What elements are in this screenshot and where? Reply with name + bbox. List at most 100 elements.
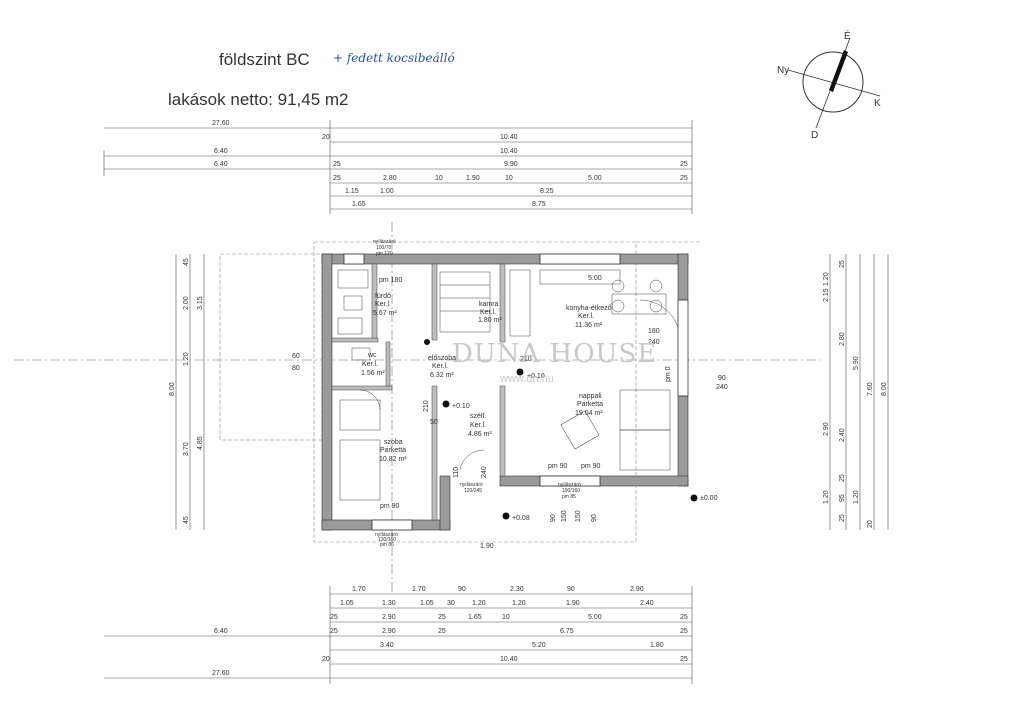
dim-top-4b: 25 xyxy=(333,161,341,168)
room-kamra-area: 1.80 m² xyxy=(478,317,502,324)
dim-bot-3a: 25 xyxy=(330,614,338,621)
label-v50: 50 xyxy=(430,419,438,426)
dim-bot-2d: 30 xyxy=(447,600,455,607)
dim-top-6a: 1.15 xyxy=(345,188,359,195)
dim-bot-2g: 1.90 xyxy=(566,600,580,607)
dim-bot-4f: 25 xyxy=(680,628,688,635)
dim-right-3: 25 xyxy=(839,260,846,268)
door-bot-l3: pm 86 xyxy=(380,542,394,548)
label-v90b: 90 xyxy=(591,514,598,522)
dim-bot-2e: 1.20 xyxy=(472,600,486,607)
compass-w-label: Ny xyxy=(777,65,789,76)
dim-right-15: 20 xyxy=(867,520,874,528)
dim-top-5e: 10 xyxy=(505,175,513,182)
label-240: 240 xyxy=(648,339,660,346)
dim-top-2b: 10.40 xyxy=(500,134,518,141)
level-1: +0.10 xyxy=(452,403,470,410)
label-240b: 240 xyxy=(716,384,728,391)
watermark-url: www.dh.hu xyxy=(499,373,554,385)
label-v210: 210 xyxy=(423,400,430,412)
dim-right-4: 2.80 xyxy=(839,332,846,346)
dim-bot-3c: 25 xyxy=(438,614,446,621)
dim-left-3: 3.15 xyxy=(197,296,204,310)
label-500: 5.00 xyxy=(588,275,602,282)
top-dimensions xyxy=(103,120,693,214)
dim-bot-3b: 2.90 xyxy=(382,614,396,621)
label-pm90-living1: pm 90 xyxy=(548,463,568,470)
dim-top-5c: 10 xyxy=(435,175,443,182)
dim-right-10: 1.20 xyxy=(823,490,830,504)
dim-right-7: 8.00 xyxy=(881,382,888,396)
dim-left-6: 3.70 xyxy=(183,442,190,456)
compass-n-label: É xyxy=(844,29,851,42)
room-furdo-name: fürdő xyxy=(375,293,391,300)
label-60: 60 xyxy=(292,353,300,360)
level-4: ±0.00 xyxy=(700,495,718,502)
dim-bot-6a: 20 xyxy=(322,656,330,663)
left-dimensions xyxy=(175,254,205,530)
room-konyha-name: konyha-étkező xyxy=(566,305,612,312)
dim-top-7a: 1.65 xyxy=(352,201,366,208)
dim-top-3b: 10.40 xyxy=(500,148,518,155)
dim-bot-5c: 1.80 xyxy=(650,642,664,649)
room-eloszoba-area: 6.32 m² xyxy=(430,372,454,379)
level-3: +0.08 xyxy=(512,515,530,522)
room-konyha-area: 11.36 m² xyxy=(575,322,603,329)
room-eloszoba-floor: Ker.l. xyxy=(432,363,448,370)
handwritten-note: + fedett kocsibeálló xyxy=(333,51,455,65)
carport-outline xyxy=(219,241,700,543)
dim-bot-2b: 1.30 xyxy=(382,600,396,607)
label-v110: 110 xyxy=(453,467,460,478)
fixtures xyxy=(337,269,681,501)
dim-top-5f: 5.00 xyxy=(588,175,602,182)
door-mid-l1: nyílászáró xyxy=(460,482,483,488)
dim-top-6b: 1.00 xyxy=(380,188,394,195)
door-liv-l3: pm 85 xyxy=(562,494,576,500)
dim-bot-1b: 1.70 xyxy=(412,586,426,593)
label-pm90-living2: pm 90 xyxy=(581,463,601,470)
dim-bot-4d: 25 xyxy=(438,628,446,635)
dim-bot-5a: 3.40 xyxy=(380,642,394,649)
dim-bot-2a: 1.05 xyxy=(340,600,354,607)
dim-bot-3e: 10 xyxy=(502,614,510,621)
label-190: 1.90 xyxy=(480,543,494,550)
dim-top-7b: 8.75 xyxy=(532,201,546,208)
compass-rose: É Ny K D xyxy=(777,29,881,141)
label-180: 180 xyxy=(648,328,660,335)
room-szelf-area: 4.86 m² xyxy=(468,431,492,438)
room-furdo-floor: Ker.l. xyxy=(375,301,391,308)
dim-bot-4e: 6.75 xyxy=(560,628,574,635)
door-bot-l2: 130/160 xyxy=(378,537,396,543)
floor-title: földszint BC xyxy=(219,50,310,69)
dim-right-14: 25 xyxy=(839,514,846,522)
dim-top-1: 27.60 xyxy=(212,120,230,127)
interior-walls xyxy=(331,263,506,521)
door-liv-l1: nyílászáró xyxy=(558,482,581,488)
dim-top-5d: 1.90 xyxy=(466,175,480,182)
dim-right-13: 1.20 xyxy=(853,490,860,504)
label-pm0: pm 0 xyxy=(665,366,672,382)
room-furdo-area: 5.67 m² xyxy=(373,310,397,317)
door-liv-l2: 190/160 xyxy=(562,488,580,494)
level-markers xyxy=(424,339,698,520)
label-pm180: pm 180 xyxy=(379,277,402,284)
dim-bot-5b: 5.20 xyxy=(532,642,546,649)
label-v90: 90 xyxy=(550,514,557,522)
room-wc-area: 1.56 m² xyxy=(361,370,385,377)
label-90: 90 xyxy=(718,375,726,382)
right-dimensions xyxy=(829,254,889,530)
dim-right-9: 2.40 xyxy=(839,428,846,442)
dim-right-11: 95 xyxy=(839,494,846,502)
dim-bot-2h: 2.40 xyxy=(640,600,654,607)
dim-top-3a: 6.40 xyxy=(214,148,228,155)
dim-right-5: 5.90 xyxy=(853,356,860,370)
label-210: 210 xyxy=(520,356,532,363)
net-area-label: lakások netto: 91,45 m2 xyxy=(168,90,349,109)
label-v150b: 150 xyxy=(575,510,582,522)
compass-s-label: D xyxy=(811,130,818,141)
door-mid-l2: 120/245 xyxy=(464,488,482,494)
dim-top-6c: 8.25 xyxy=(540,188,554,195)
label-pm90-bedroom: pm 90 xyxy=(380,503,400,510)
dim-left-4: 1.20 xyxy=(183,352,190,366)
